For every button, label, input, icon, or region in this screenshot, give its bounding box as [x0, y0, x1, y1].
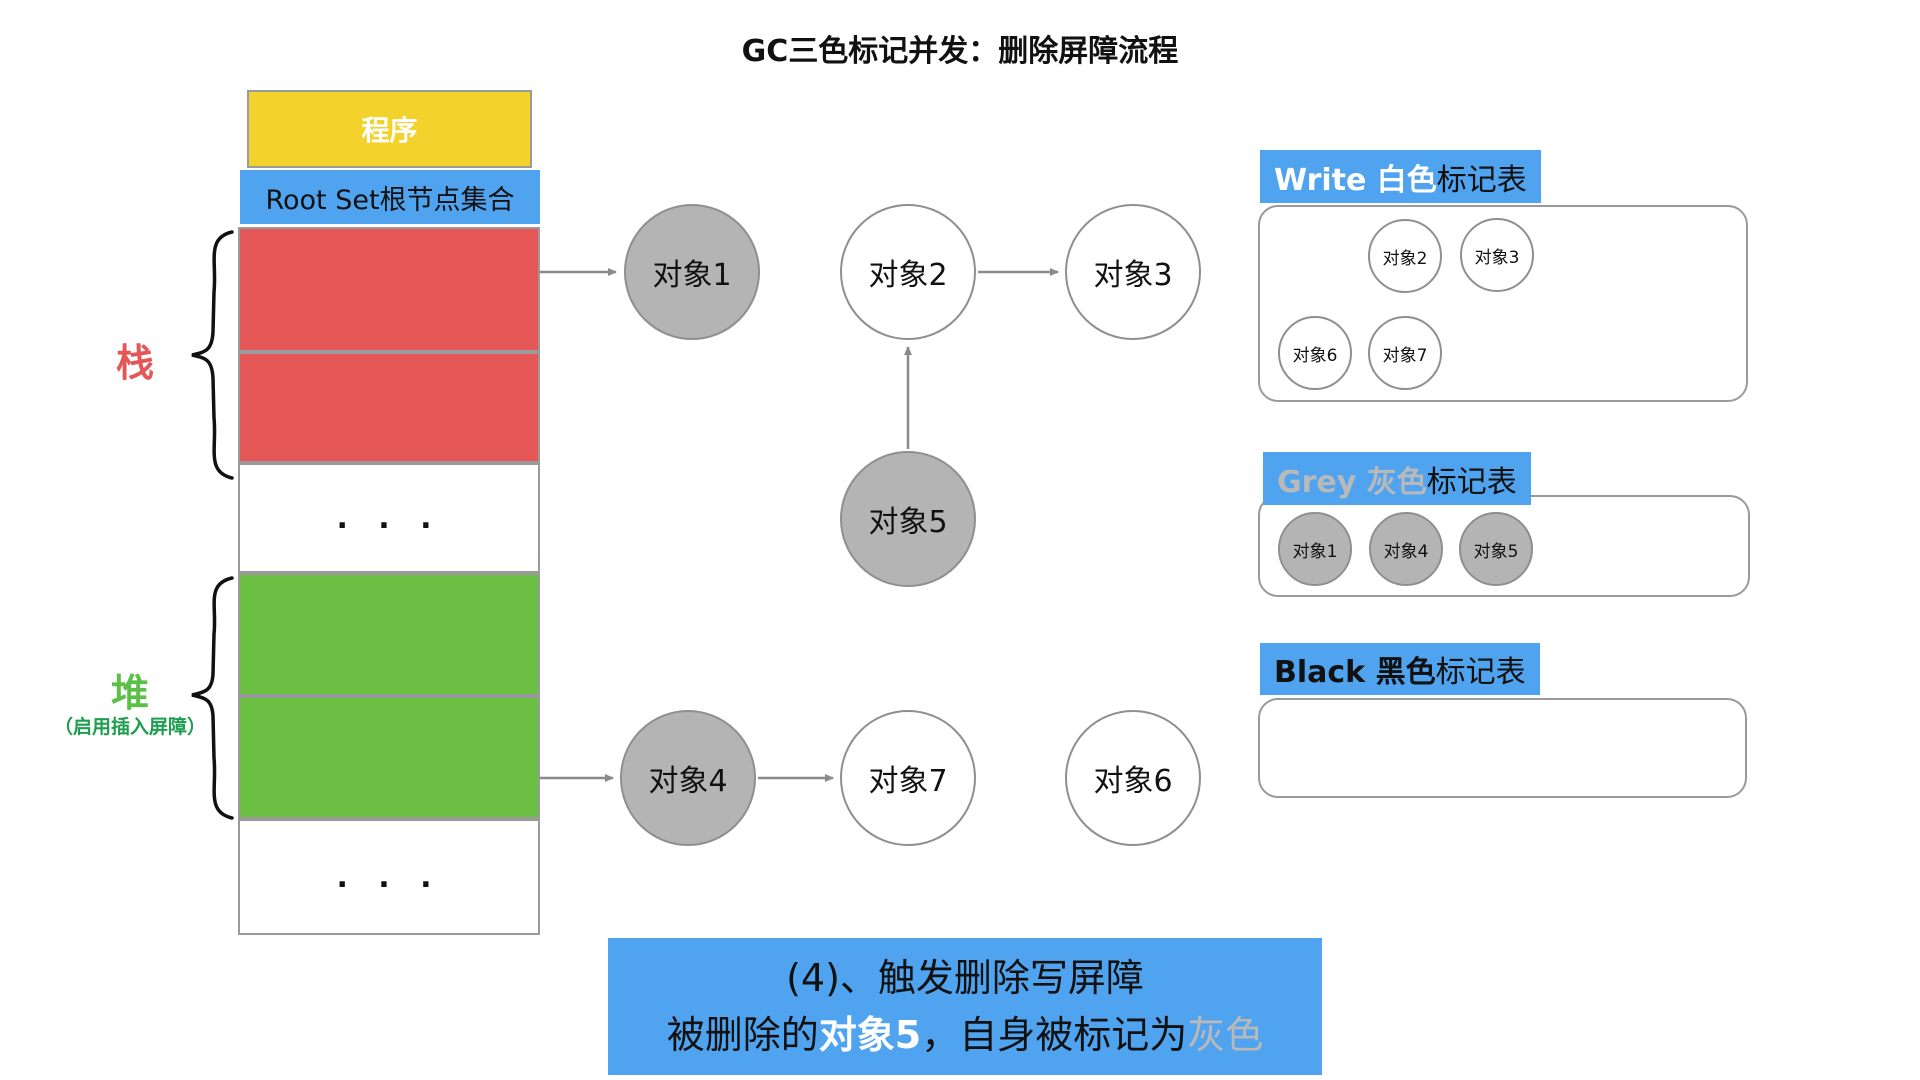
caption-line2: 被删除的对象5，自身被标记为灰色 — [667, 1007, 1264, 1064]
caption-line2-part3: ，自身被标记为 — [921, 1012, 1188, 1057]
caption-line2-part1: 被删除的 — [666, 1012, 819, 1057]
object-node-6: 对象6 — [1065, 710, 1201, 846]
black-table-title-en: Black 黑色 — [1274, 655, 1436, 690]
white-table-item: 对象3 — [1460, 218, 1534, 292]
memory-ellipsis-box-bottom: . . . — [238, 819, 540, 935]
object-node-2: 对象2 — [840, 204, 976, 340]
grey-table-item: 对象1 — [1278, 512, 1352, 586]
program-box: 程序 — [247, 90, 532, 168]
page-title: GC三色标记并发：删除屏障流程 — [741, 34, 1179, 69]
root-set-box: Root Set根节点集合 — [240, 170, 540, 224]
stack-label: 栈 — [115, 341, 154, 385]
caption-line2-grey-word: 灰色 — [1187, 1012, 1264, 1057]
grey-table-item: 对象4 — [1369, 512, 1443, 586]
stack-slot-red-1 — [238, 227, 540, 352]
grey-table-header: Grey 灰色标记表 — [1263, 452, 1531, 505]
white-table-item: 对象7 — [1368, 316, 1442, 390]
heap-note-label: （启用插入屏障） — [53, 716, 206, 738]
memory-ellipsis-box-top: . . . — [238, 463, 540, 573]
stack-slot-red-2 — [238, 352, 540, 463]
heap-brace — [191, 576, 234, 820]
ellipsis-bottom: . . . — [336, 859, 442, 895]
object-node-7: 对象7 — [840, 710, 976, 846]
grey-table-title-en: Grey 灰色 — [1277, 464, 1427, 500]
white-table-header: Write 白色标记表 — [1260, 150, 1541, 203]
black-table-header: Black 黑色标记表 — [1260, 643, 1540, 695]
white-table-item: 对象2 — [1368, 219, 1442, 293]
white-table-item: 对象6 — [1278, 316, 1352, 390]
ellipsis-top: . . . — [336, 500, 442, 536]
caption-box: (4)、触发删除写屏障 被删除的对象5，自身被标记为灰色 — [608, 938, 1322, 1075]
black-table-body — [1258, 698, 1747, 798]
grey-table-title-cn: 标记表 — [1426, 464, 1517, 500]
heap-slot-green-2 — [238, 696, 540, 819]
heap-label: 堆 — [110, 671, 149, 715]
white-table-title-en: Write 白色 — [1274, 162, 1437, 198]
white-table-title-cn: 标记表 — [1436, 162, 1527, 198]
grey-table-item: 对象5 — [1459, 512, 1533, 586]
caption-line1: (4)、触发删除写屏障 — [786, 955, 1144, 1000]
black-table-title-cn: 标记表 — [1435, 655, 1526, 690]
object-node-4: 对象4 — [620, 710, 756, 846]
object-node-1: 对象1 — [624, 204, 760, 340]
object-node-5: 对象5 — [840, 451, 976, 587]
heap-slot-green-1 — [238, 573, 540, 696]
object-node-3: 对象3 — [1065, 204, 1201, 340]
caption-line2-obj5: 对象5 — [818, 1012, 922, 1057]
